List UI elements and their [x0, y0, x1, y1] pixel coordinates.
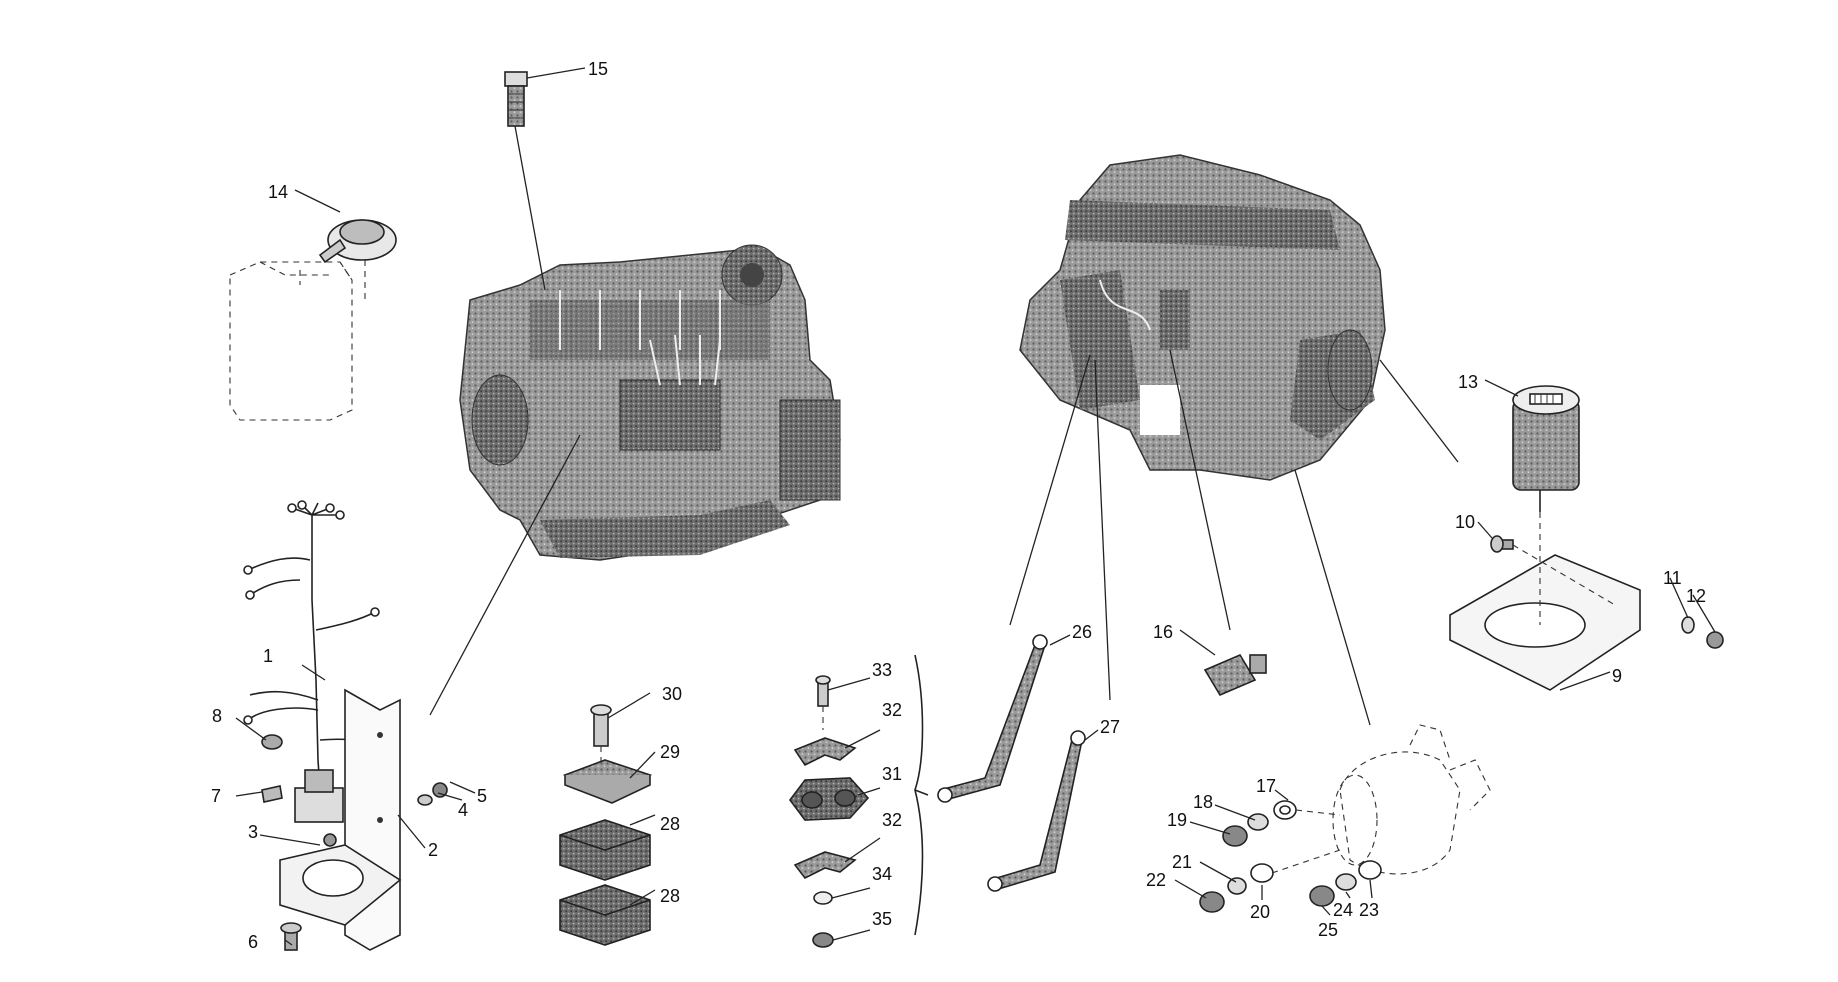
part-11-washer — [1681, 616, 1695, 634]
callout-9: 9 — [1612, 666, 1622, 686]
part-29-cover-plate — [562, 759, 653, 804]
callout-14: 14 — [268, 182, 288, 202]
starter-solenoid-dashed — [1332, 724, 1491, 875]
callout-24: 24 — [1333, 900, 1353, 920]
callout-27: 27 — [1100, 717, 1120, 737]
callout-6: 6 — [248, 932, 258, 952]
part-16-pressure-switch — [1203, 653, 1267, 697]
leader-13 — [1379, 359, 1459, 463]
part-2-mounting-bracket — [279, 688, 402, 951]
part-14-sender-and-radiator — [229, 219, 397, 421]
callout-5: 5 — [477, 786, 487, 806]
leader-solenoid — [1294, 469, 1371, 726]
engine-right-view — [1019, 154, 1386, 481]
callout-labels: 1 2 3 4 5 6 7 8 9 10 11 12 13 14 15 16 1… — [211, 59, 1706, 952]
callout-35: 35 — [872, 909, 892, 929]
callout-4: 4 — [458, 800, 468, 820]
callout-30: 30 — [662, 684, 682, 704]
callout-20: 20 — [1250, 902, 1270, 922]
part-18-washer — [1247, 813, 1269, 831]
part-32-clip-upper — [793, 737, 857, 767]
part-24-washer — [1335, 873, 1357, 891]
callout-34: 34 — [872, 864, 892, 884]
callout-17: 17 — [1256, 776, 1276, 796]
part-7-8-clips — [261, 734, 283, 803]
part-35-nut — [812, 932, 834, 948]
callout-13: 13 — [1458, 372, 1478, 392]
part-26-ground-strap — [937, 634, 1048, 803]
callout-32-upper: 32 — [882, 700, 902, 720]
part-10-screw — [1490, 535, 1514, 553]
callout-1: 1 — [263, 646, 273, 666]
part-34-washer — [813, 891, 833, 905]
group-bracket — [914, 654, 924, 936]
callout-25: 25 — [1318, 920, 1338, 940]
callout-8: 8 — [212, 706, 222, 726]
part-6-bolt — [280, 922, 302, 951]
part-12-nut — [1706, 631, 1724, 649]
part-17-washer — [1273, 800, 1297, 820]
callout-11: 11 — [1663, 568, 1682, 588]
part-21-washer — [1227, 877, 1247, 895]
part-33-bolt — [815, 675, 831, 730]
callout-19: 19 — [1167, 810, 1187, 830]
part-28-clamp-half-lower — [559, 884, 651, 946]
part-27-ground-strap — [987, 730, 1086, 892]
callout-26: 26 — [1072, 622, 1092, 642]
engine-left-view — [459, 244, 841, 561]
part-9-meter-bracket — [1449, 512, 1641, 691]
leader-26 — [1009, 354, 1091, 626]
callout-22: 22 — [1146, 870, 1166, 890]
part-13-hour-meter — [1512, 385, 1580, 512]
part-25-nut — [1309, 885, 1335, 907]
callout-23: 23 — [1359, 900, 1379, 920]
callout-31: 31 — [882, 764, 902, 784]
callout-12: 12 — [1686, 586, 1706, 606]
callout-33: 33 — [872, 660, 892, 680]
callout-28-lower: 28 — [660, 886, 680, 906]
callout-7: 7 — [211, 786, 221, 806]
leader-16 — [1169, 349, 1231, 631]
callout-16: 16 — [1153, 622, 1173, 642]
part-30-bolt — [590, 704, 612, 770]
part-31-double-grommet — [789, 777, 870, 821]
callout-28-upper: 28 — [660, 814, 680, 834]
part-15-sensor — [504, 71, 546, 291]
callout-21: 21 — [1172, 852, 1192, 872]
part-20-washer — [1250, 863, 1274, 883]
callout-15: 15 — [588, 59, 608, 79]
part-23-washer — [1358, 860, 1382, 880]
leader-27 — [1094, 359, 1111, 701]
callout-10: 10 — [1455, 512, 1475, 532]
part-32-clip-lower — [793, 851, 857, 880]
part-19-nut — [1222, 825, 1248, 847]
callout-18: 18 — [1193, 792, 1213, 812]
callout-2: 2 — [428, 840, 438, 860]
callout-32-lower: 32 — [882, 810, 902, 830]
part-3-connector-base — [294, 769, 344, 847]
callout-3: 3 — [248, 822, 258, 842]
callout-29: 29 — [660, 742, 680, 762]
part-22-nut — [1199, 891, 1225, 913]
part-4-5-nut-washer — [417, 782, 448, 806]
leader-harness-to-engine — [429, 434, 581, 716]
part-28-clamp-half-upper — [559, 819, 651, 881]
